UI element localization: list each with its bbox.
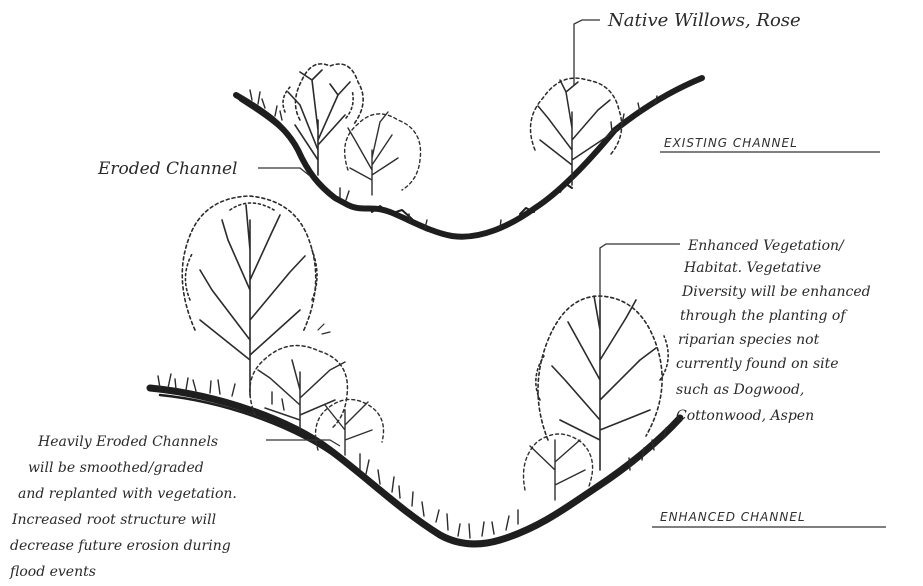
existing-channel-title: EXISTING CHANNEL — [664, 136, 798, 150]
svg-text:will be smoothed/graded: will be smoothed/graded — [28, 460, 204, 476]
svg-text:Increased root structure will: Increased root structure will — [11, 512, 216, 528]
existing-right-willows — [531, 78, 622, 185]
svg-text:flood events: flood events — [9, 564, 96, 580]
svg-text:riparian species not: riparian species not — [678, 332, 820, 348]
enhanced-channel-title: ENHANCED CHANNEL — [660, 510, 806, 524]
svg-text:through the planting of: through the planting of — [680, 308, 848, 324]
heavily-eroded-note: Heavily Eroded Channels will be smoothed… — [9, 434, 237, 580]
existing-channel-section — [236, 64, 702, 237]
native-willows-label: Native Willows, Rose — [607, 10, 801, 31]
existing-bank-grass — [250, 90, 657, 228]
svg-text:Cottonwood, Aspen: Cottonwood, Aspen — [676, 408, 814, 424]
svg-text:Enhanced Vegetation/: Enhanced Vegetation/ — [687, 238, 845, 254]
svg-text:Habitat. Vegetative: Habitat. Vegetative — [683, 260, 821, 276]
eroded-channel-leader — [258, 168, 310, 176]
svg-text:currently found on site: currently found on site — [676, 356, 839, 372]
eroded-channel-label: Eroded Channel — [97, 159, 238, 179]
existing-left-rose — [345, 112, 421, 195]
enhanced-left-large-tree — [182, 196, 330, 395]
existing-left-willows — [283, 64, 363, 175]
svg-text:and replanted with vegetation.: and replanted with vegetation. — [18, 486, 237, 502]
enhanced-vegetation-leader — [600, 244, 680, 300]
svg-text:Heavily Eroded Channels: Heavily Eroded Channels — [37, 434, 218, 450]
svg-text:Diversity will be enhanced: Diversity will be enhanced — [681, 284, 871, 300]
enhanced-right-shrub — [524, 434, 593, 500]
native-willows-leader — [574, 20, 600, 86]
existing-channel-ground-profile — [236, 78, 702, 237]
svg-text:such as Dogwood,: such as Dogwood, — [676, 382, 804, 398]
svg-text:decrease future erosion during: decrease future erosion during — [10, 538, 231, 554]
enhanced-vegetation-note: Enhanced Vegetation/ Habitat. Vegetative… — [676, 238, 871, 424]
